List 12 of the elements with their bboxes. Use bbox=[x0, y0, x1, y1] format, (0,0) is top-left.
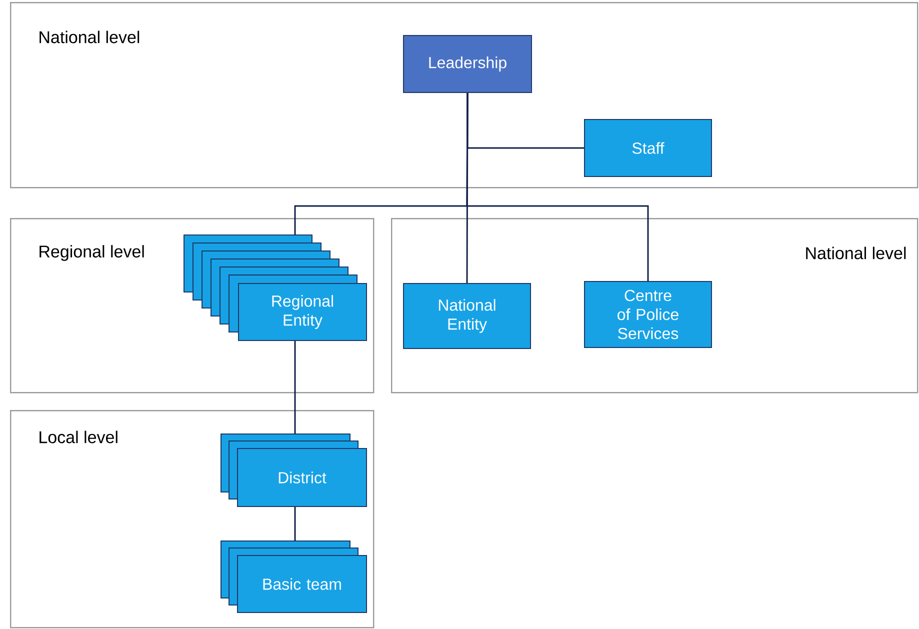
org-box: Centre of Police Services bbox=[584, 281, 712, 348]
connector-line bbox=[466, 93, 584, 149]
stacked-boxes: Basic team bbox=[220, 540, 367, 613]
org-box: National Entity bbox=[403, 283, 531, 349]
stacked-boxes: District bbox=[220, 434, 367, 507]
connector-line bbox=[294, 507, 296, 541]
connector-line bbox=[294, 341, 296, 434]
connector-line bbox=[466, 93, 649, 281]
org-box: Leadership bbox=[403, 35, 532, 93]
node-label: Regional Entity bbox=[272, 295, 333, 329]
stacked-boxes: Regional Entity bbox=[184, 234, 367, 341]
org-box: Staff bbox=[584, 119, 712, 177]
